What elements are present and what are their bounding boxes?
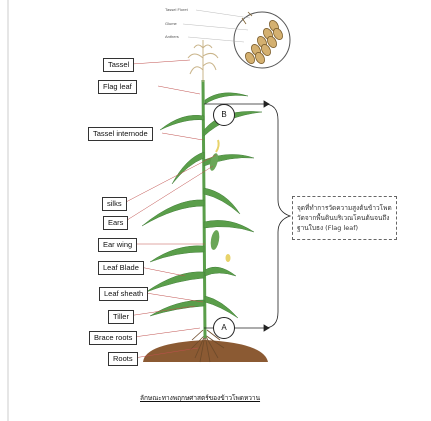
label-roots: Roots xyxy=(108,352,138,366)
note-line-1: จุดที่ทำการวัดความสูงต้นข้าวโพด xyxy=(297,203,392,213)
tassel xyxy=(188,40,218,82)
label-brace-roots: Brace roots xyxy=(89,331,137,345)
soil-mound xyxy=(143,340,268,362)
figure-caption: ลักษณะทางพฤกษศาสตร์ของข้าวโพดหวาน xyxy=(140,393,260,403)
lower-silks xyxy=(226,254,231,262)
marker-b: B xyxy=(213,104,235,126)
label-tassel: Tassel xyxy=(103,58,134,72)
callout-anthers: Anthers xyxy=(165,34,179,39)
label-ear-wing: Ear wing xyxy=(98,238,137,252)
lower-ear xyxy=(209,229,220,250)
note-line-3: ฐานใบธง (Flag leaf) xyxy=(297,223,392,233)
measurement-bracket xyxy=(204,101,290,331)
label-ears: Ears xyxy=(103,216,128,230)
label-tiller: Tiller xyxy=(108,310,134,324)
tassel-magnifier xyxy=(234,12,290,68)
label-tassel-internode: Tassel internode xyxy=(88,127,153,141)
label-leaf-sheath: Leaf sheath xyxy=(99,287,148,301)
callout-glume: Glume xyxy=(165,21,177,26)
measurement-note: จุดที่ทำการวัดความสูงต้นข้าวโพด วัดจากพื… xyxy=(292,196,397,240)
upper-silks xyxy=(216,140,219,152)
flag-leaf xyxy=(205,93,248,104)
callout-tassel-floret: Tassel Floret xyxy=(165,7,188,12)
label-flag-leaf: Flag leaf xyxy=(98,80,137,94)
note-line-2: วัดจากพื้นดินบริเวณโคนต้นจนถึง xyxy=(297,213,392,223)
marker-a: A xyxy=(213,317,235,339)
label-silks: silks xyxy=(102,197,127,211)
label-leaf-blade: Leaf Blade xyxy=(98,261,144,275)
